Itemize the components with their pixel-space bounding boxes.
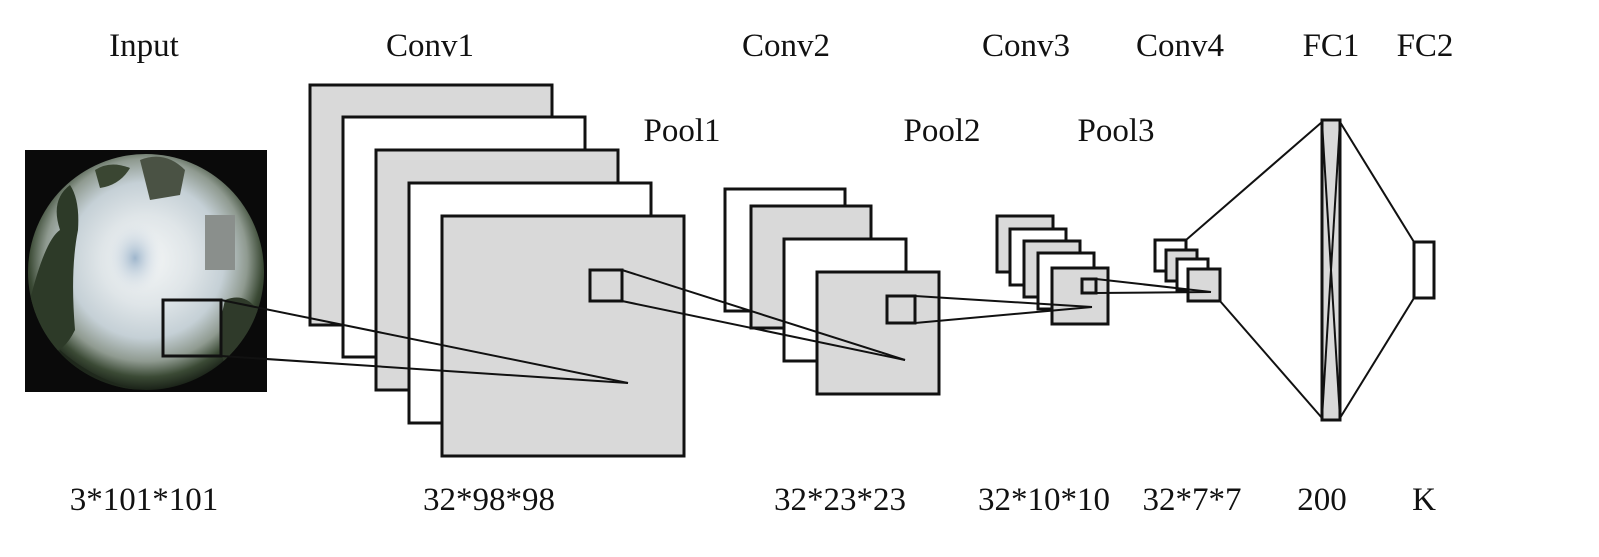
conv1-receptive-window <box>588 268 624 303</box>
label-pool2: Pool2 <box>903 113 981 149</box>
label-conv4: Conv4 <box>1135 28 1225 64</box>
conv3-feature-maps <box>995 214 1110 326</box>
dim-conv3: 32*10*10 <box>978 482 1110 518</box>
conv3-map-5 <box>1050 266 1110 326</box>
conv2-map-4 <box>815 270 941 396</box>
label-pool3: Pool3 <box>1077 113 1155 149</box>
fc-layers <box>1320 118 1436 422</box>
dim-conv1: 32*98*98 <box>423 482 555 518</box>
label-conv1: Conv1 <box>385 28 475 64</box>
label-conv3: Conv3 <box>981 28 1071 64</box>
input-image <box>25 150 267 392</box>
fc2-vector <box>1412 240 1436 300</box>
label-conv2: Conv2 <box>741 28 831 64</box>
dim-fc2: K <box>1412 482 1436 518</box>
conv4-map-4 <box>1186 267 1222 303</box>
input-receptive-window <box>161 298 223 358</box>
dim-fc1: 200 <box>1297 482 1347 518</box>
conv2-receptive-window <box>885 294 917 325</box>
connection-lines <box>220 121 1415 419</box>
conv1-map-5 <box>440 214 686 458</box>
conv3-receptive-window <box>1080 277 1098 295</box>
label-fc1: FC1 <box>1302 28 1360 64</box>
dim-input: 3*101*101 <box>69 482 219 518</box>
conv4-feature-maps <box>1153 238 1222 303</box>
dim-conv4: 32*7*7 <box>1142 482 1242 518</box>
label-pool1: Pool1 <box>643 113 721 149</box>
dim-conv2: 32*23*23 <box>774 482 906 518</box>
conv2-feature-maps <box>723 187 941 396</box>
label-input: Input <box>109 28 179 64</box>
label-fc2: FC2 <box>1396 28 1454 64</box>
conv1-feature-maps <box>308 83 686 458</box>
